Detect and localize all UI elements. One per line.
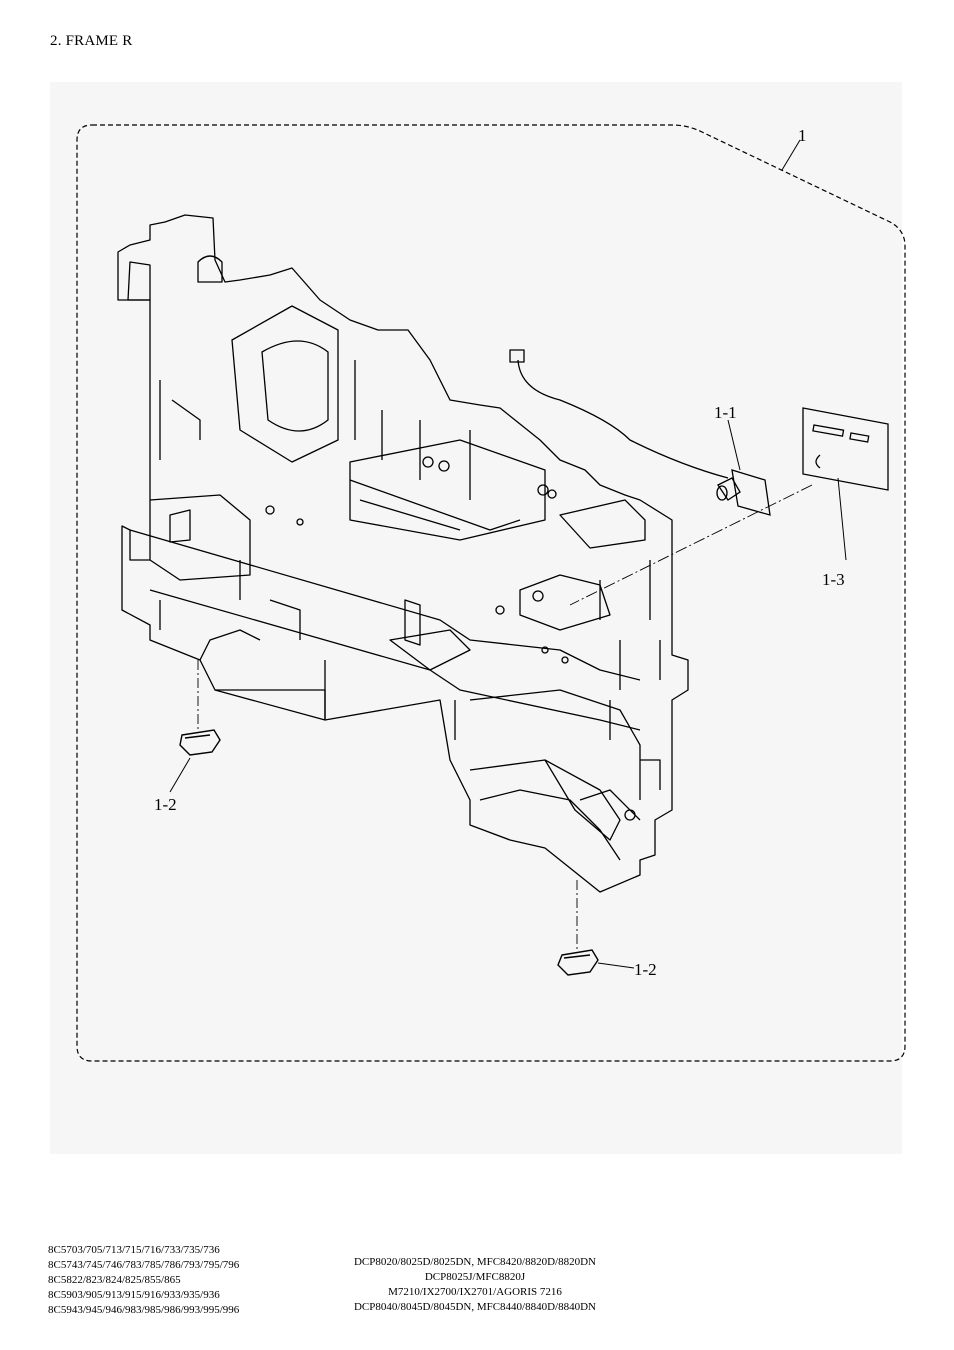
diagram-background xyxy=(50,82,902,1154)
footer-part-codes: 8C5703/705/713/715/716/733/735/736 8C574… xyxy=(48,1243,239,1318)
model-line: M7210/IX2700/IX2701/AGORIS 7216 xyxy=(388,1286,562,1298)
part-1-1-sensor xyxy=(716,469,771,516)
model-line: DCP8020/8025D/8025DN, MFC8420/8820D/8820… xyxy=(353,1256,597,1268)
part-code-line: 8C5903/905/913/915/916/933/935/936 xyxy=(48,1289,220,1301)
leader-foot-left xyxy=(169,757,191,793)
model-line: DCP8040/8045D/8045DN, MFC8440/8840D/8840… xyxy=(353,1301,597,1313)
part-code-line: 8C5743/745/746/783/785/786/793/795/796 xyxy=(48,1259,240,1271)
foot-left xyxy=(179,729,221,756)
leader-1-3 xyxy=(837,477,847,561)
part-code-line: 8C5943/945/946/983/985/986/993/995/996 xyxy=(48,1304,240,1316)
callout-assembly: 1 xyxy=(798,126,807,145)
part-code-line: 8C5703/705/713/715/716/733/735/736 xyxy=(48,1244,220,1256)
frame-r-body xyxy=(117,214,729,893)
part-code-line: 8C5822/823/824/825/855/865 xyxy=(48,1274,181,1286)
leader-1-1 xyxy=(727,419,741,471)
foot-right xyxy=(557,949,599,976)
model-line: DCP8025J/MFC8820J xyxy=(424,1271,526,1283)
callout-1-3: 1-3 xyxy=(822,570,845,589)
leader-foot-right xyxy=(597,962,635,969)
assembly-boundary xyxy=(76,124,906,1062)
axis-line-1-3 xyxy=(569,484,813,606)
footer-models: DCP8020/8025D/8025DN, MFC8420/8820D/8820… xyxy=(330,1255,620,1315)
callout-1-1: 1-1 xyxy=(714,403,737,422)
callout-1-2-left: 1-2 xyxy=(154,795,177,814)
leader-assembly xyxy=(781,139,801,171)
callout-1-2-right: 1-2 xyxy=(634,960,657,979)
part-1-3-plate xyxy=(802,407,889,491)
page-title: 2. FRAME R xyxy=(50,33,133,49)
